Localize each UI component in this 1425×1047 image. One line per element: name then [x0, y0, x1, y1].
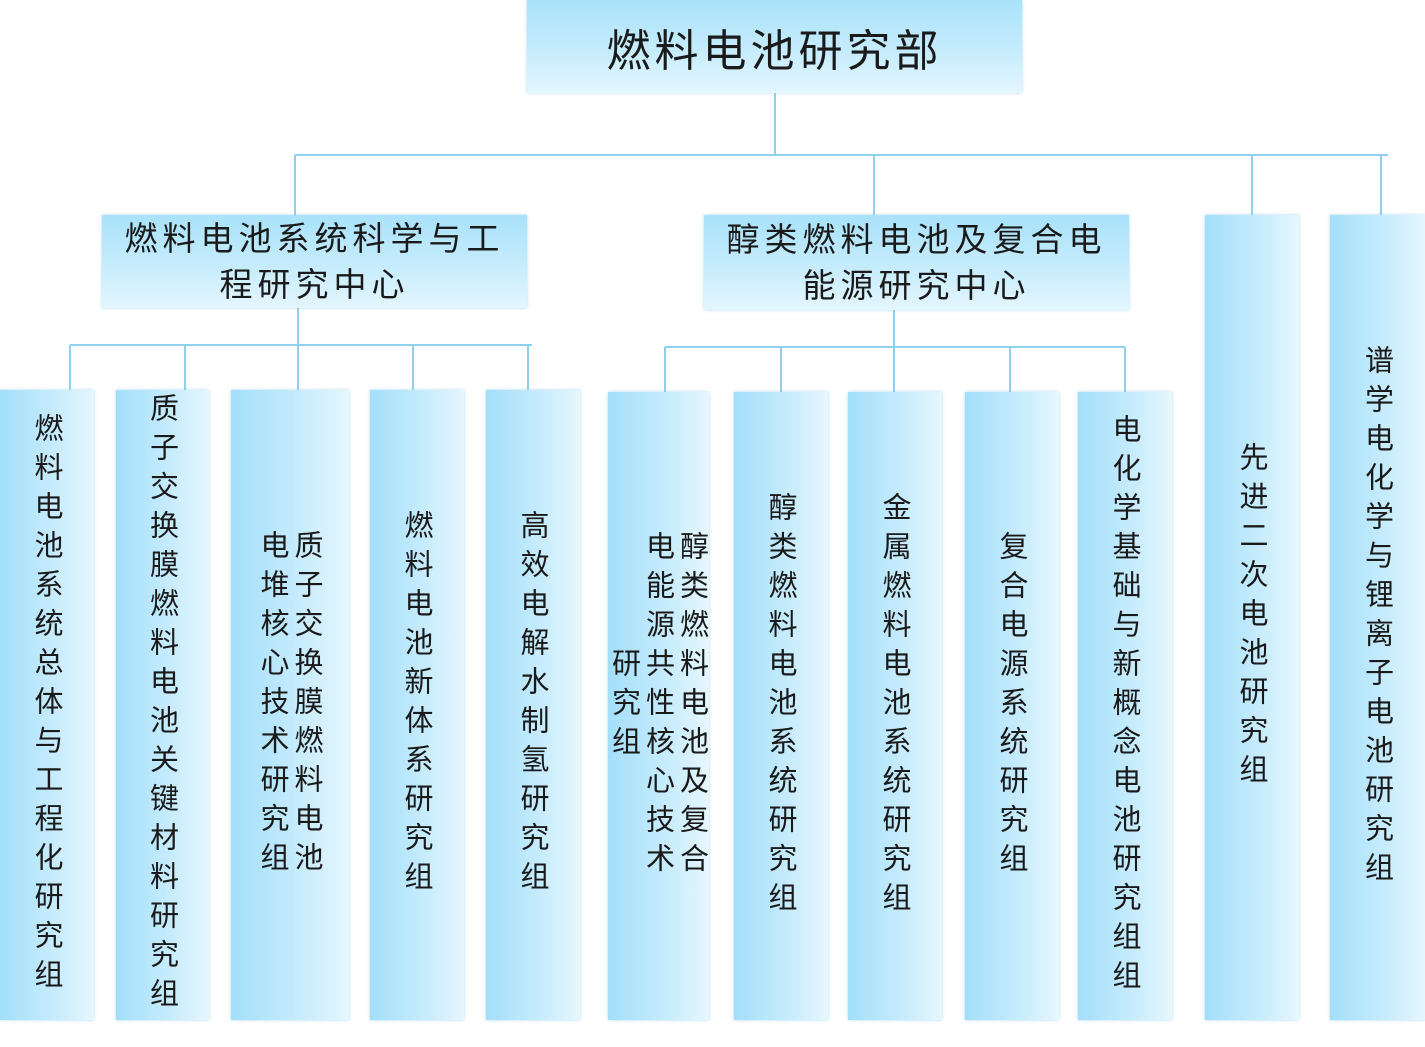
root-node: 燃料电池研究部 — [527, 0, 1022, 93]
group-label: 先进二次电池研究组 — [1235, 442, 1269, 793]
group-alcohol-system: 醇类燃料电池系统研究组 — [734, 392, 828, 1020]
group-label: 燃料电池新体系研究组 — [400, 510, 434, 900]
group-secondary-battery: 先进二次电池研究组 — [1205, 215, 1299, 1020]
root-label: 燃料电池研究部 — [606, 25, 943, 77]
group-new-system: 燃料电池新体系研究组 — [370, 390, 464, 1020]
group-label: 金属燃料电池系统研究组 — [878, 491, 912, 921]
group-alcohol-common-tech: 醇类燃料电池及复合电能源共性核心技术研究组 — [607, 392, 710, 1020]
group-label: 醇类燃料电池及复合电能源共性核心技术研究组 — [607, 530, 710, 882]
group-label: 高效电解水制氢研究组 — [516, 510, 550, 900]
group-label: 醇类燃料电池系统研究组 — [764, 491, 798, 921]
group-electrochem-basics: 电化学基础与新概念电池研究组组 — [1078, 392, 1172, 1020]
group-composite-power: 复合电源系统研究组 — [965, 392, 1059, 1020]
group-label: 燃料电池系统总体与工程化研究组 — [30, 412, 64, 998]
group-pem-stack: 质子交换膜燃料电池电堆核心技术研究组 — [231, 390, 349, 1020]
group-label: 质子交换膜燃料电池关键材料研究组 — [145, 393, 180, 1017]
group-metal-system: 金属燃料电池系统研究组 — [848, 392, 942, 1020]
center-alcohol-fuel-cell: 醇类燃料电池及复合电能源研究中心 — [704, 215, 1129, 310]
group-spectro-lithium: 谱学电化学与锂离子电池研究组 — [1330, 215, 1425, 1020]
group-system-engineering: 燃料电池系统总体与工程化研究组 — [0, 390, 94, 1020]
center-label: 醇类燃料电池及复合电能源研究中心 — [726, 219, 1107, 305]
group-label: 谱学电化学与锂离子电池研究组 — [1360, 344, 1395, 891]
group-water-electrolysis: 高效电解水制氢研究组 — [486, 390, 580, 1020]
center-label: 燃料电池系统科学与工程研究中心 — [124, 218, 505, 304]
group-label: 复合电源系统研究组 — [995, 530, 1029, 882]
group-label: 质子交换膜燃料电池电堆核心技术研究组 — [256, 529, 324, 881]
center-system-engineering: 燃料电池系统科学与工程研究中心 — [102, 215, 527, 308]
group-pem-materials: 质子交换膜燃料电池关键材料研究组 — [116, 390, 209, 1020]
group-label: 电化学基础与新概念电池研究组组 — [1108, 413, 1142, 999]
